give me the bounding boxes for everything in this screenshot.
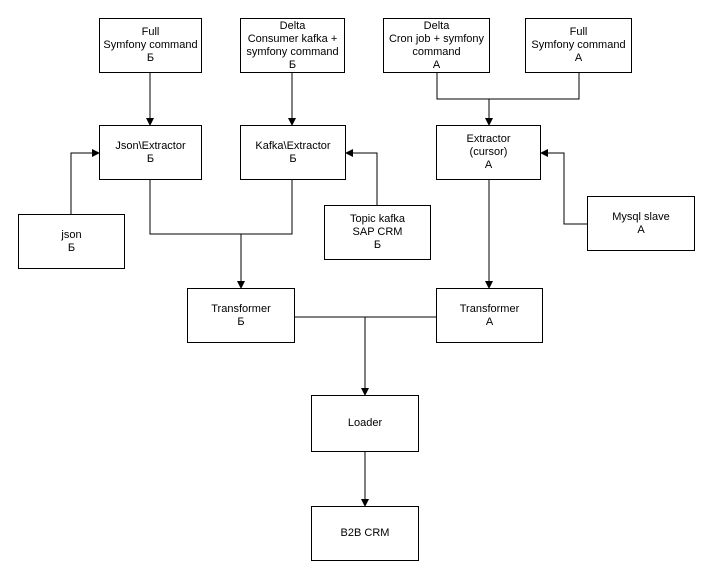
node-label-line: Cron job + symfony: [388, 32, 485, 45]
node-label-line: Б: [67, 241, 76, 254]
node-label-line: command: [412, 45, 461, 58]
node-label-line: Б: [146, 52, 155, 64]
node-label-line: Json\Extractor: [115, 139, 186, 152]
node-label-line: Б: [288, 58, 297, 71]
node-label-line: Б: [146, 152, 155, 165]
node-label-line: symfony command: [246, 45, 339, 58]
node-label-line: json: [61, 228, 82, 241]
node-label-line: A: [432, 58, 441, 71]
node-label-line: Delta: [423, 19, 450, 32]
edge-full-a-merge: [489, 73, 580, 100]
node-label-line: Transformer: [459, 302, 520, 315]
edge-mysql-to-extractor-cursor: [540, 149, 587, 225]
node-label-line: A: [484, 159, 493, 171]
node-label-line: A: [485, 315, 494, 328]
node-label-line: Delta: [279, 19, 306, 32]
node-label-line: Full: [569, 26, 588, 38]
node-label-line: Б: [289, 152, 297, 165]
node-label-line: Topic kafka: [349, 213, 406, 225]
node-b2b-crm: B2B CRM: [311, 506, 419, 561]
node-label-line: Transformer: [211, 302, 271, 315]
node-label-line: Kafka\Extractor: [255, 139, 331, 152]
node-extractor-cursor: Extractor(cursor)A: [436, 125, 541, 180]
node-label-line: Full: [141, 26, 160, 38]
edge-json-to-json-extractor: [70, 149, 100, 214]
node-label-line: B2B CRM: [340, 527, 390, 539]
node-label-line: Б: [237, 315, 245, 328]
node-label-line: A: [637, 223, 645, 236]
edge-delta-cron-merge: [436, 73, 489, 100]
edge-topic-kafka-to-kafka-extractor: [345, 149, 378, 205]
node-label-line: Symfony command: [531, 39, 626, 51]
edge-kafka-extractor-merge: [241, 180, 293, 235]
node-label-line: Б: [373, 239, 382, 251]
node-label-line: Loader: [347, 417, 383, 429]
node-label-line: Extractor: [466, 133, 511, 145]
node-label-line: A: [574, 52, 583, 64]
node-label-line: Symfony command: [103, 39, 198, 51]
node-label-line: Mysql slave: [612, 210, 670, 223]
node-label-line: (cursor): [469, 146, 508, 158]
edge-json-extractor-merge: [149, 180, 241, 235]
node-loader: Loader: [311, 395, 419, 452]
node-label-line: SAP CRM: [352, 226, 403, 238]
node-label-line: Consumer kafka +: [247, 32, 338, 45]
